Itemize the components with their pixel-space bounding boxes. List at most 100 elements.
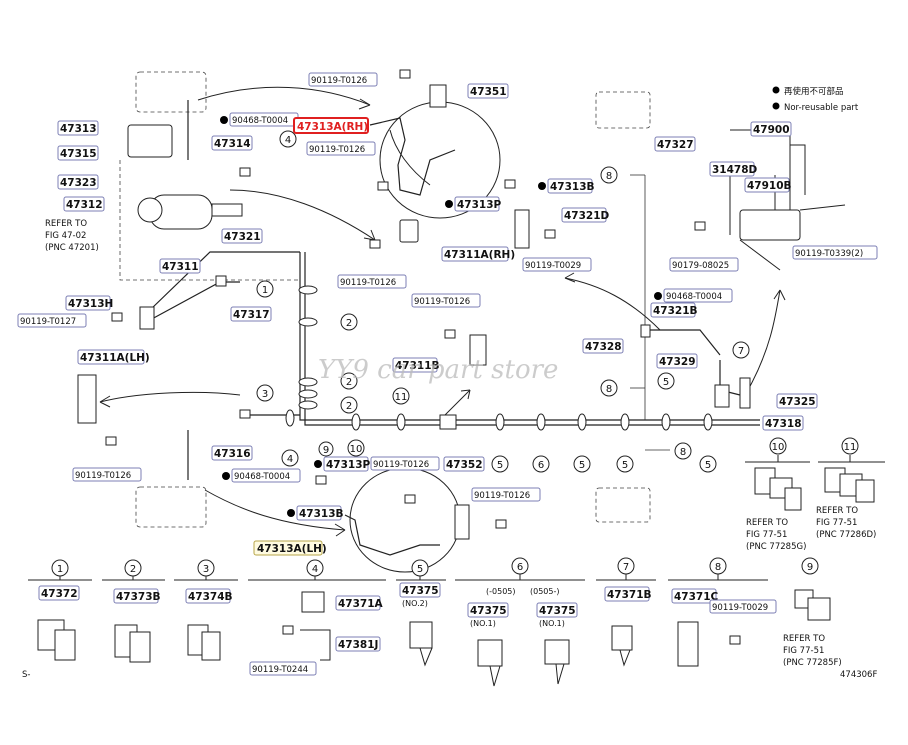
brake-disc-rh xyxy=(369,84,501,219)
part-callout-c47321B: 47321B xyxy=(653,305,698,317)
note-text: FIG 77-51 xyxy=(816,518,857,528)
phantom-outlines xyxy=(135,71,651,528)
part-callout-c47375_no1a: 47375 xyxy=(470,605,507,617)
part-callout-c90119_126d: 90119-T0126 xyxy=(414,297,470,307)
figure-code-left: S- xyxy=(22,670,30,680)
part-callout-c47323: 47323 xyxy=(60,177,97,189)
part-callout-c47371A: 47371A xyxy=(338,598,384,610)
note-text: FIG 77-51 xyxy=(746,530,787,540)
part-callout-c90468c: 90468-T0004 xyxy=(234,472,290,482)
detail-number: 11 xyxy=(844,442,857,453)
part-callout-c47375_no2: 47375 xyxy=(402,585,439,597)
part-callout-c47315: 47315 xyxy=(60,148,97,160)
detail-number: 8 xyxy=(606,171,612,182)
note-text: (NO.1) xyxy=(539,619,565,628)
detail-number: 4 xyxy=(285,135,291,146)
part-callout-c47313P_bot: 47313P xyxy=(326,459,371,471)
part-callout-c47375_no1b: 47375 xyxy=(539,605,576,617)
detail-number: 9 xyxy=(807,562,813,573)
part-callout-c90468b: 90468-T0004 xyxy=(666,292,722,302)
part-callout-c47351: 47351 xyxy=(470,86,507,98)
detail-circles: 1 2 3 2 2 4 4 11 10 9 5 6 5 5 5 5 8 8 8 … xyxy=(256,130,750,473)
detail-number: 11 xyxy=(395,392,408,403)
detail-number: 7 xyxy=(623,562,629,573)
part-callout-c47311ARH: 47311A(RH) xyxy=(444,249,515,261)
part-callout-c47371B: 47371B xyxy=(607,589,652,601)
bottom-details: 1 47372 2 47373B 3 47374B 4 47371A 47381… xyxy=(28,557,831,687)
pipe-clips xyxy=(285,285,713,431)
detail-number: 6 xyxy=(517,562,523,573)
part-callout-c47328: 47328 xyxy=(585,341,622,353)
legend: 再使用不可部品 Nor-reusable part xyxy=(772,86,859,113)
part-callout-c47321: 47321 xyxy=(224,231,261,243)
detail-number: 5 xyxy=(417,564,423,575)
part-callout-c47313B_top: 47313B xyxy=(550,181,595,193)
note-text: REFER TO xyxy=(783,634,825,644)
detail-number: 5 xyxy=(663,377,669,388)
part-callout-c90468a: 90468-T0004 xyxy=(232,116,288,126)
detail-number: 4 xyxy=(287,454,293,465)
part-callout-c90119_126c: 90119-T0126 xyxy=(340,278,396,288)
detail-number: 2 xyxy=(346,318,352,329)
part-callout-c47316: 47316 xyxy=(214,448,251,460)
detail-number: 3 xyxy=(203,564,209,575)
part-callout-c90119_0029b: 90119-T0029 xyxy=(712,603,768,613)
clips-10-11: 10 11 xyxy=(745,437,885,511)
brake-pipes xyxy=(149,100,760,480)
note-text: (PNC 47201) xyxy=(45,243,99,253)
note-text: 再使用不可部品 xyxy=(784,86,844,97)
note-text: FIG 77-51 xyxy=(783,646,824,656)
brake-disc-lh xyxy=(344,467,470,573)
part-callout-c47327: 47327 xyxy=(657,139,694,151)
note-text: (PNC 77286D) xyxy=(816,530,876,540)
part-callout-c47313: 47313 xyxy=(60,123,97,135)
note-text: REFER TO xyxy=(816,506,858,516)
part-callout-c90119_126e: 90119-T0126 xyxy=(75,471,131,481)
detail-number: 2 xyxy=(346,377,352,388)
part-callout-c47313P_top: 47313P xyxy=(457,199,502,211)
part-callout-c90119_126a: 90119-T0126 xyxy=(311,76,367,86)
part-callout-c90119_0029a: 90119-T0029 xyxy=(525,261,581,271)
detail-number: 10 xyxy=(350,444,363,455)
detail-number: 5 xyxy=(622,460,628,471)
part-callout-c31478D: 31478D xyxy=(712,164,758,176)
note-text: Nor-reusable part xyxy=(784,103,859,113)
highlight-47313A-RH xyxy=(293,117,369,134)
fittings xyxy=(77,167,530,424)
note-text: (-0505) xyxy=(486,587,516,596)
part-callout-c47352: 47352 xyxy=(446,459,483,471)
part-callout-c90119_126g: 90119-T0126 xyxy=(474,491,530,501)
note-text: (0505-) xyxy=(530,587,560,596)
part-callout-c47910B: 47910B xyxy=(747,180,792,192)
part-callout-c47311ALH: 47311A(LH) xyxy=(80,352,150,364)
detail-number: 9 xyxy=(323,445,329,456)
note-text: (PNC 77285G) xyxy=(746,542,806,552)
detail-number: 4 xyxy=(312,564,318,575)
detail-number: 5 xyxy=(705,460,711,471)
note-text: FIG 47-02 xyxy=(45,231,86,241)
actuator-unit xyxy=(714,129,846,409)
part-callout-c47321D: 47321D xyxy=(564,210,610,222)
detail-number: 1 xyxy=(262,285,268,296)
note-text: REFER TO xyxy=(45,219,87,229)
bolts xyxy=(105,69,741,645)
part-callout-c47325: 47325 xyxy=(779,396,816,408)
part-callout-c90119_0244: 90119-T0244 xyxy=(252,665,308,675)
part-callout-c47329: 47329 xyxy=(659,356,696,368)
part-callout-c47372: 47372 xyxy=(41,588,78,600)
part-callout-c47317: 47317 xyxy=(233,309,270,321)
part-callout-c47313ARH: 47313A(RH) xyxy=(297,121,368,133)
callout-labels: 47313 47315 47323 47312 47314 90468-T000… xyxy=(17,72,878,556)
part-callout-c47318: 47318 xyxy=(765,418,802,430)
part-callout-c47900: 47900 xyxy=(753,124,790,136)
part-callout-c90119_0339: 90119-T0339(2) xyxy=(795,249,863,259)
part-callout-c47313ALH: 47313A(LH) xyxy=(257,543,327,555)
detail-number: 3 xyxy=(262,389,268,400)
note-text: REFER TO xyxy=(746,518,788,528)
part-callout-c47311: 47311 xyxy=(162,261,199,273)
detail-number: 6 xyxy=(538,460,544,471)
detail-number: 2 xyxy=(346,401,352,412)
part-callout-c90119_126b: 90119-T0126 xyxy=(309,145,365,155)
part-callout-c47374B: 47374B xyxy=(188,591,233,603)
